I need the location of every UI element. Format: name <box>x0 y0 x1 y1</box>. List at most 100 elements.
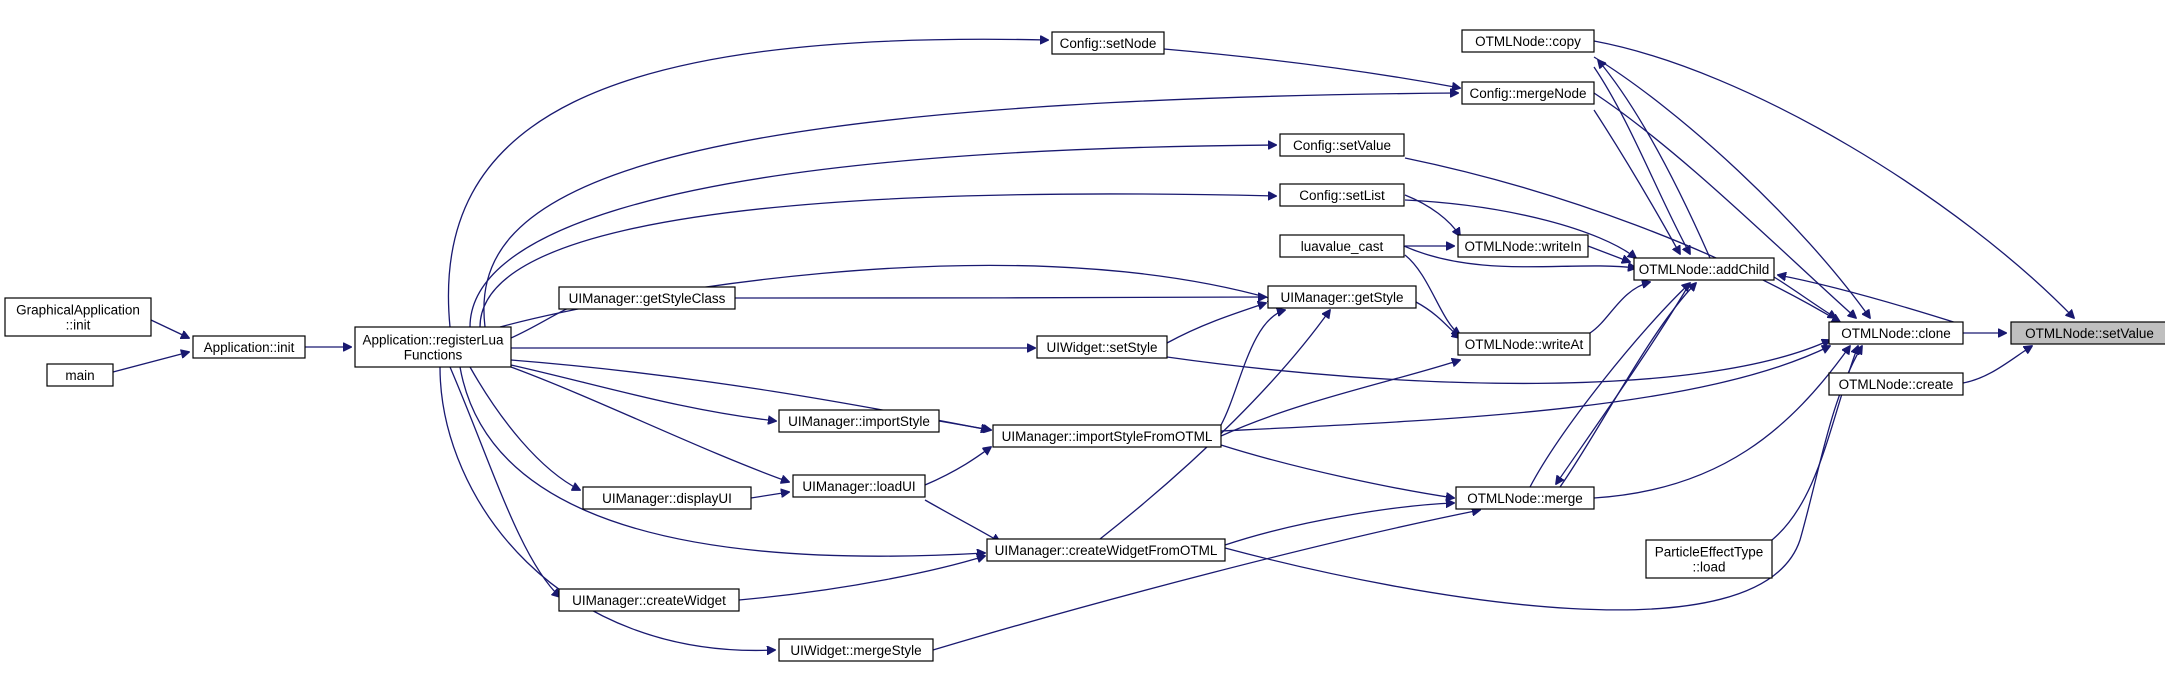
edges <box>112 39 2074 651</box>
call-edge <box>1587 245 1630 262</box>
call-edge <box>1529 283 1690 488</box>
node-create-widget[interactable]: UIManager::createWidget <box>558 588 740 612</box>
node-load-u-i[interactable]: UIManager::loadUI <box>792 474 926 498</box>
call-edge <box>1593 66 1690 254</box>
node-label: OTMLNode::setValue <box>2025 326 2154 341</box>
call-edge <box>469 366 580 490</box>
call-edge <box>750 492 789 499</box>
call-edge <box>1598 60 1711 259</box>
call-edge <box>510 366 789 482</box>
call-edge <box>1559 283 1696 488</box>
nodes: OTMLNode::setValueOTMLNode::cloneOTMLNod… <box>4 29 2165 662</box>
call-edge <box>1404 157 1840 322</box>
node-label: ::load <box>1692 560 1725 575</box>
node-cfg-set-value[interactable]: Config::setValue <box>1279 133 1405 157</box>
node-label: Functions <box>404 348 463 363</box>
call-edge <box>1593 56 1870 318</box>
call-edge <box>1163 48 1460 88</box>
node-display-u-i[interactable]: UIManager::displayUI <box>582 486 752 510</box>
call-edge <box>1220 346 1830 432</box>
node-label: UIManager::importStyleFromOTML <box>1002 429 1213 444</box>
call-edge <box>510 364 776 421</box>
node-label: OTMLNode::writeAt <box>1465 337 1584 352</box>
node-app-init[interactable]: Application::init <box>192 335 306 359</box>
call-edge <box>479 194 1276 328</box>
call-edge <box>1593 92 1856 318</box>
call-edge <box>469 145 1276 328</box>
node-label: UIWidget::setStyle <box>1046 340 1157 355</box>
node-set-list[interactable]: Config::setList <box>1279 183 1405 207</box>
call-edge <box>1962 346 2032 384</box>
node-clone[interactable]: OTMLNode::clone <box>1828 321 1964 345</box>
node-label: UIManager::createWidgetFromOTML <box>995 543 1218 558</box>
call-edge <box>738 556 985 601</box>
node-gfx-init[interactable]: GraphicalApplication::init <box>4 297 152 337</box>
call-edge <box>1220 444 1454 498</box>
node-particle[interactable]: ParticleEffectType::load <box>1645 539 1773 579</box>
call-edge <box>1224 346 1862 611</box>
call-edge <box>1166 303 1266 344</box>
node-merge-style[interactable]: UIWidget::mergeStyle <box>778 638 934 662</box>
node-label: main <box>65 368 94 383</box>
node-label: luavalue_cast <box>1301 239 1384 254</box>
node-label: UIManager::createWidget <box>572 593 726 608</box>
node-label: OTMLNode::merge <box>1467 491 1583 506</box>
node-set-value[interactable]: OTMLNode::setValue <box>2010 321 2165 345</box>
call-edge <box>1778 275 1964 326</box>
node-import-style[interactable]: UIManager::importStyle <box>778 409 940 433</box>
call-edge <box>1166 340 1830 385</box>
node-label: Application::init <box>204 340 295 355</box>
call-edge <box>439 366 775 650</box>
call-edge <box>112 352 189 373</box>
node-label: OTMLNode::clone <box>1841 326 1951 341</box>
node-import-from-o-t-m-l[interactable]: UIManager::importStyleFromOTML <box>992 424 1222 448</box>
node-label: UIManager::getStyleClass <box>569 291 726 306</box>
node-set-node[interactable]: Config::setNode <box>1051 31 1165 55</box>
node-copy[interactable]: OTMLNode::copy <box>1461 29 1595 53</box>
call-edge <box>1404 194 1460 236</box>
node-label: Application::registerLua <box>362 333 504 348</box>
node-label: UIManager::getStyle <box>1280 290 1403 305</box>
node-write-at[interactable]: OTMLNode::writeAt <box>1457 332 1591 356</box>
node-label: OTMLNode::copy <box>1475 34 1581 49</box>
node-get-style[interactable]: UIManager::getStyle <box>1267 285 1417 309</box>
node-add-child[interactable]: OTMLNode::addChild <box>1633 257 1775 281</box>
node-label: OTMLNode::create <box>1839 377 1954 392</box>
call-edge <box>1224 503 1454 546</box>
call-edge <box>483 93 1458 328</box>
node-label: OTMLNode::addChild <box>1639 262 1770 277</box>
call-edge <box>734 297 1266 298</box>
call-edge <box>1404 254 1460 335</box>
node-merge[interactable]: OTMLNode::merge <box>1455 486 1595 510</box>
call-edge <box>1773 276 1836 318</box>
call-edge <box>1415 301 1460 338</box>
call-edge <box>1593 346 1850 499</box>
node-set-style[interactable]: UIWidget::setStyle <box>1036 335 1168 359</box>
node-label: UIManager::loadUI <box>802 479 915 494</box>
call-edge <box>924 447 991 486</box>
node-label: UIManager::displayUI <box>602 491 732 506</box>
node-luavalue[interactable]: luavalue_cast <box>1279 234 1405 258</box>
node-create-from-o-t-m-l[interactable]: UIManager::createWidgetFromOTML <box>986 538 1226 562</box>
node-label: ParticleEffectType <box>1655 545 1764 560</box>
node-get-style-class[interactable]: UIManager::getStyleClass <box>558 286 736 310</box>
node-merge-node[interactable]: Config::mergeNode <box>1461 81 1595 105</box>
node-label: GraphicalApplication <box>16 303 140 318</box>
call-edge <box>932 510 1480 651</box>
node-create[interactable]: OTMLNode::create <box>1828 372 1964 396</box>
call-edge <box>1403 245 1636 268</box>
node-label: OTMLNode::writeIn <box>1464 239 1581 254</box>
node-main[interactable]: main <box>46 363 114 387</box>
call-edge <box>1589 282 1650 334</box>
call-edge <box>1593 40 2074 318</box>
node-label: ::init <box>66 318 91 333</box>
node-writeln[interactable]: OTMLNode::writeIn <box>1457 234 1589 258</box>
call-edge <box>449 366 560 597</box>
node-label: Config::mergeNode <box>1469 86 1586 101</box>
call-edge <box>1099 310 1330 540</box>
call-edge <box>150 319 189 338</box>
node-label: Config::setList <box>1299 188 1385 203</box>
node-label: UIManager::importStyle <box>788 414 930 429</box>
